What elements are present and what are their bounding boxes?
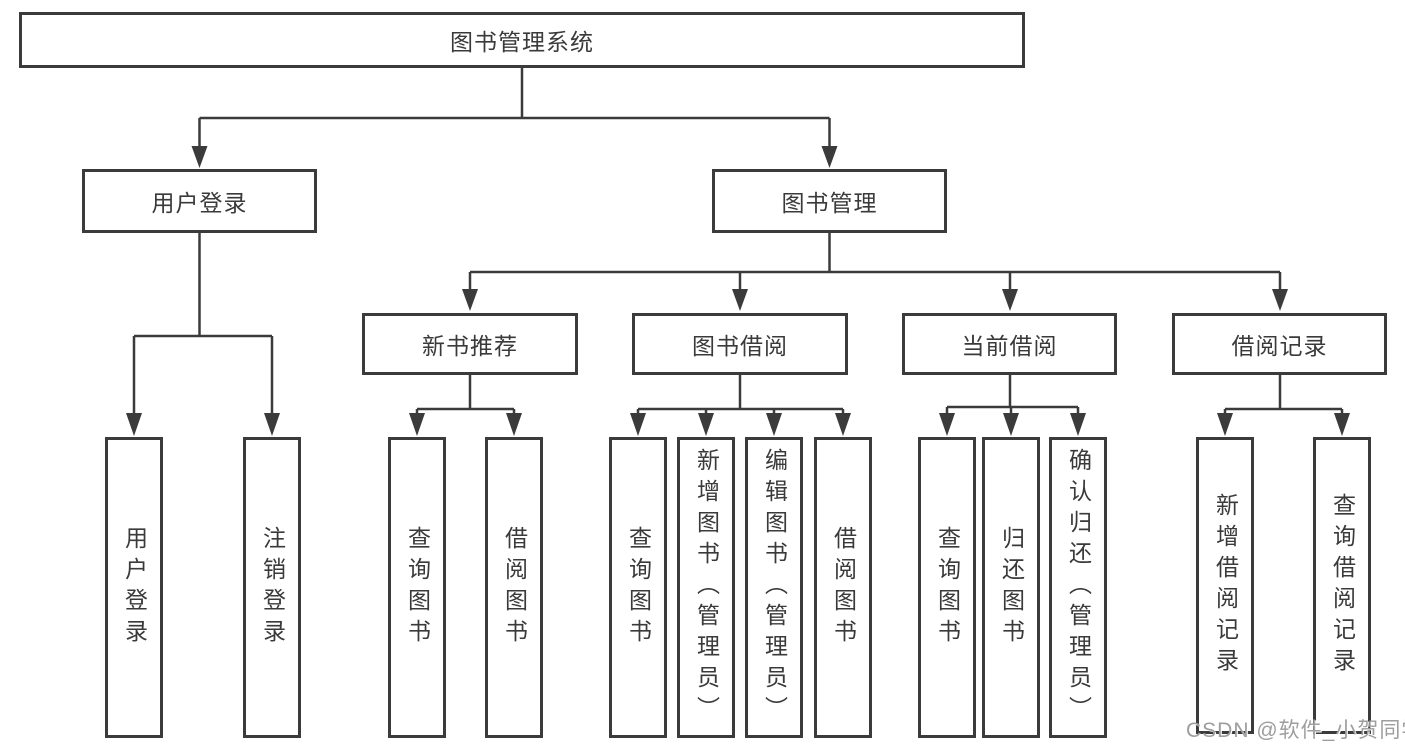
node-label: 图书借阅 [692,333,788,359]
csdn-watermark: CSDN @软件_小贺同学 [1186,719,1405,742]
leaf-logout: 注销登录 [243,437,301,738]
node-label: 图书管理 [781,190,878,216]
node-label: 当前借阅 [961,333,1058,359]
leaf-label: 用户登录 [121,525,148,650]
node-borrowing-records: 借阅记录 [1172,313,1387,375]
leaf-label: 注销登录 [259,525,286,650]
node-library-management-system: 图书管理系统 [19,12,1025,68]
node-book-management: 图书管理 [712,169,947,233]
leaf-borrow-books-recommend: 借阅图书 [485,437,543,738]
leaf-confirm-return-admin: 确认归还（管理员） [1049,437,1107,738]
leaf-query-books-current: 查询图书 [918,437,976,738]
leaf-add-books-admin: 新增图书（管理员） [677,437,735,738]
leaf-add-borrow-record: 新增借阅记录 [1196,437,1254,734]
leaf-label: 查询图书 [625,525,652,650]
node-label: 借阅记录 [1231,333,1328,359]
leaf-label: 新增图书（管理员） [693,448,720,727]
node-user-login: 用户登录 [82,169,317,233]
leaf-query-books-recommend: 查询图书 [388,437,446,738]
leaf-label: 借阅图书 [501,525,528,650]
node-book-borrowing: 图书借阅 [632,313,848,375]
leaf-return-books: 归还图书 [982,437,1040,738]
leaf-edit-books-admin: 编辑图书（管理员） [745,437,803,738]
leaf-query-books-borrowing: 查询图书 [609,437,667,738]
node-label: 图书管理系统 [450,29,594,55]
node-label: 用户登录 [151,190,248,216]
node-current-borrowing: 当前借阅 [902,313,1117,375]
leaf-label: 新增借阅记录 [1212,492,1239,679]
leaf-borrow-books: 借阅图书 [814,437,872,738]
leaf-label: 归还图书 [998,525,1025,650]
leaf-label: 查询借阅记录 [1329,492,1356,679]
leaf-user-login: 用户登录 [105,437,163,738]
node-label: 新书推荐 [422,333,518,359]
leaf-query-borrow-record: 查询借阅记录 [1313,437,1371,734]
node-new-book-recommend: 新书推荐 [362,313,578,375]
leaf-label: 查询图书 [934,525,961,650]
leaf-label: 借阅图书 [830,525,857,650]
leaf-label: 查询图书 [404,525,431,650]
leaf-label: 确认归还（管理员） [1065,448,1092,727]
leaf-label: 编辑图书（管理员） [761,448,788,727]
